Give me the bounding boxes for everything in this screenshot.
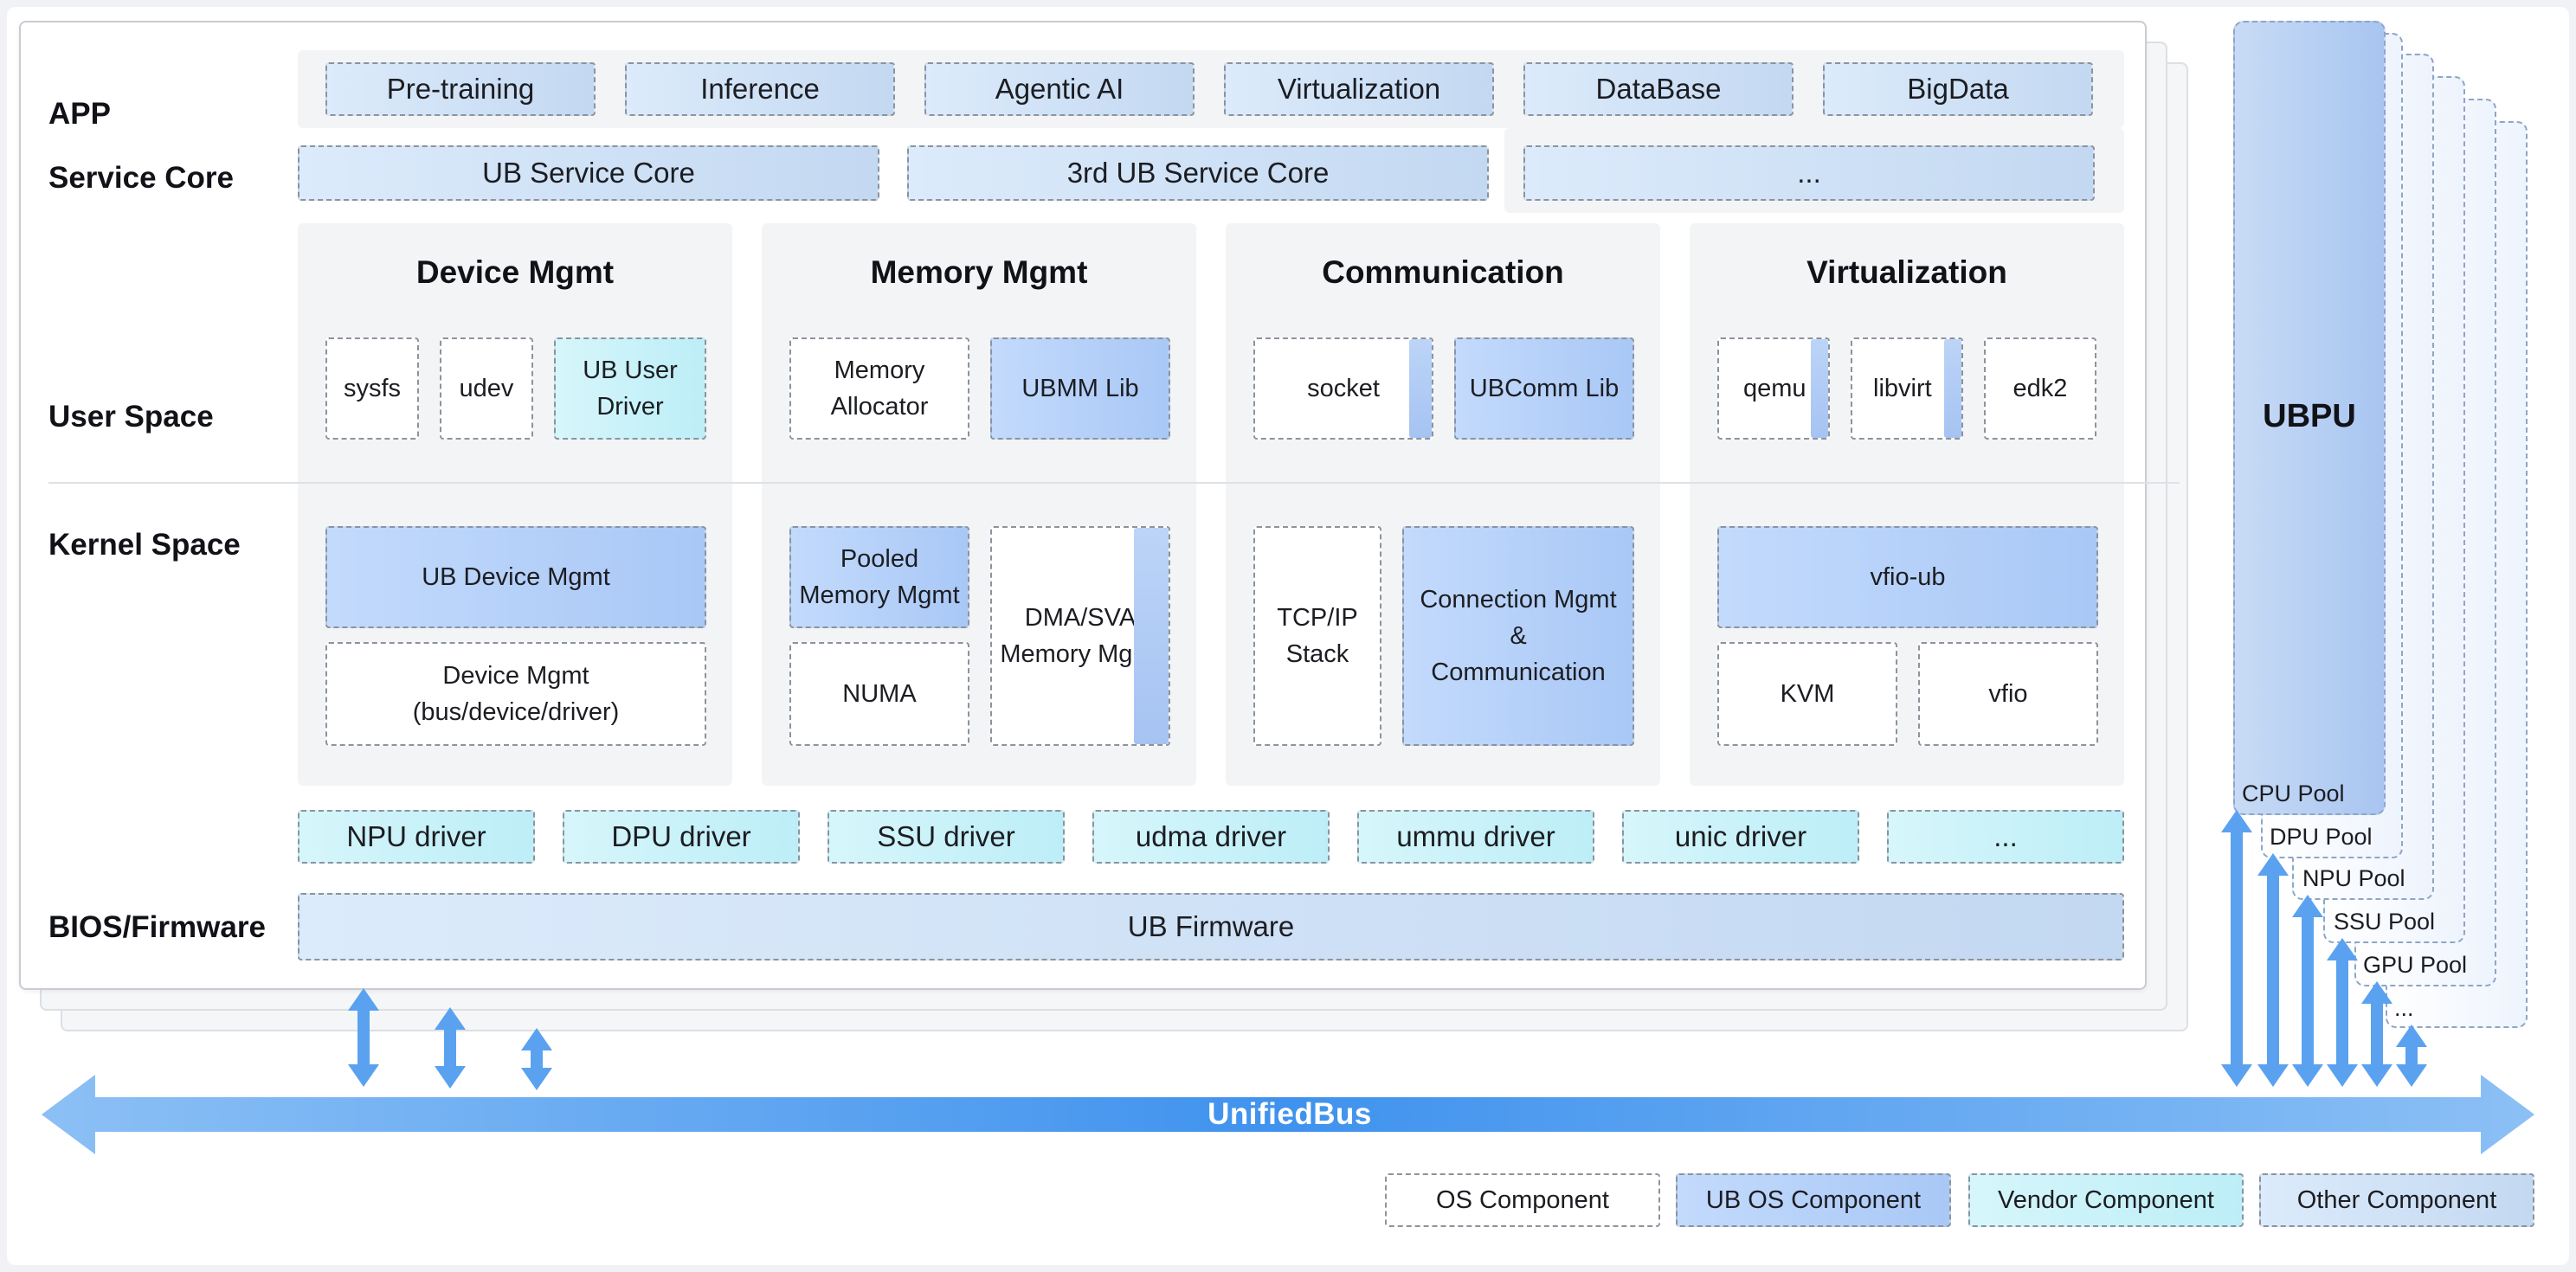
row-label-app: APP [48, 97, 111, 131]
component-sysfs: sysfs [325, 337, 419, 440]
component-ubmm-lib: UBMM Lib [990, 337, 1170, 440]
title-communication: Communication [1322, 254, 1564, 290]
component-pooled-memory-mgmt: Pooled Memory Mgmt [789, 526, 969, 628]
ub-firmware: UB Firmware [298, 893, 2124, 960]
driver-ummu: ummu driver [1357, 810, 1594, 864]
connector-arrow-npu-pool [2292, 895, 2323, 1087]
connector-arrow-3 [521, 1028, 552, 1090]
title-memory-mgmt: Memory Mgmt [870, 254, 1088, 290]
pool-label-gpu: GPU Pool [2363, 952, 2468, 978]
connector-arrow-1 [348, 988, 379, 1087]
component-tcp-ip-stack: TCP/IP Stack [1253, 526, 1381, 746]
pool-label-npu: NPU Pool [2302, 865, 2405, 891]
connector-arrow-2 [435, 1007, 466, 1089]
driver-ssu: SSU driver [828, 810, 1065, 864]
component-vfio: vfio [1918, 642, 2098, 746]
ub-extension-strip-dma [1134, 528, 1169, 744]
app-virtualization: Virtualization [1224, 62, 1494, 116]
pool-label-cpu: CPU Pool [2242, 781, 2345, 806]
connector-arrow-cpu-pool [2221, 810, 2252, 1087]
legend-vendor-component: Vendor Component [1968, 1173, 2244, 1227]
component-ubcomm-lib: UBComm Lib [1454, 337, 1634, 440]
driver-unic: unic driver [1622, 810, 1859, 864]
service-core-more: ... [1523, 145, 2095, 201]
driver-more: ... [1887, 810, 2124, 864]
app-pre-training: Pre-training [325, 62, 596, 116]
service-core-ub: UB Service Core [298, 145, 879, 201]
driver-npu: NPU driver [298, 810, 535, 864]
user-kernel-divider [48, 482, 2180, 484]
component-udev: udev [440, 337, 533, 440]
component-kvm: KVM [1717, 642, 1897, 746]
component-ub-device-mgmt: UB Device Mgmt [325, 526, 706, 628]
service-core-3rd-ub: 3rd UB Service Core [907, 145, 1489, 201]
connector-arrow-gpu-pool [2361, 981, 2392, 1087]
row-label-service-core: Service Core [48, 161, 235, 195]
connector-arrow-dpu-pool [2257, 853, 2289, 1087]
driver-dpu: DPU driver [563, 810, 800, 864]
pool-label-more: ... [2394, 995, 2414, 1021]
legend-os-component: OS Component [1385, 1173, 1660, 1227]
component-ub-user-driver: UB User Driver [554, 337, 706, 440]
connector-arrows [348, 810, 2427, 1090]
pool-card-cpu [2233, 21, 2386, 815]
ub-extension-strip-socket [1409, 339, 1432, 438]
app-agentic-ai: Agentic AI [924, 62, 1195, 116]
connector-arrow-ssu-pool [2327, 938, 2358, 1087]
legend-other-component: Other Component [2259, 1173, 2534, 1227]
title-device-mgmt: Device Mgmt [415, 254, 615, 290]
connector-arrow-more-pool [2396, 1025, 2427, 1087]
ub-extension-strip-libvirt [1944, 339, 1961, 438]
component-device-mgmt-bus: Device Mgmt (bus/device/driver) [325, 642, 706, 746]
component-socket: socket [1253, 337, 1433, 440]
legend-ub-os-component: UB OS Component [1676, 1173, 1951, 1227]
pool-label-dpu: DPU Pool [2270, 824, 2373, 850]
ubpu-title: UBPU [2263, 398, 2356, 434]
unified-bus-arrow [42, 1075, 2534, 1154]
unified-bus-label: UnifiedBus [1208, 1097, 1372, 1131]
component-vfio-ub: vfio-ub [1717, 526, 2098, 628]
pool-label-ssu: SSU Pool [2334, 909, 2436, 935]
app-bigdata: BigData [1823, 62, 2093, 116]
app-region [298, 50, 2124, 128]
ub-extension-strip-qemu [1811, 339, 1828, 438]
component-memory-allocator: Memory Allocator [789, 337, 969, 440]
row-label-user-space: User Space [48, 400, 214, 434]
title-virtualization: Virtualization [1806, 254, 2007, 290]
row-label-kernel-space: Kernel Space [48, 528, 241, 562]
component-connection-mgmt: Connection Mgmt & Communication [1402, 526, 1634, 746]
component-edk2: edk2 [1984, 337, 2096, 440]
app-inference: Inference [625, 62, 895, 116]
component-numa: NUMA [789, 642, 969, 746]
app-database: DataBase [1523, 62, 1794, 116]
row-label-bios-firmware: BIOS/Firmware [48, 910, 266, 944]
driver-udma: udma driver [1092, 810, 1330, 864]
